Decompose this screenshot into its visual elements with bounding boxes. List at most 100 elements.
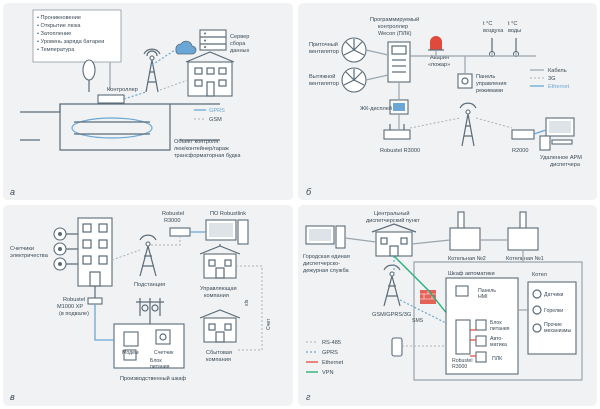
mode-panel-label-3: режимами (476, 88, 503, 94)
panel-d-letter: г (306, 392, 311, 402)
substation-label: Подстанция (134, 282, 165, 288)
r3000-device-icon-c (169, 227, 191, 237)
auto-label-2: матика (490, 342, 507, 348)
panel-d: Центральный диспетчерский пункт Городска… (298, 205, 597, 406)
panel-c: Счетчики электричества Robustel M1000 XP… (3, 205, 293, 406)
plc-cabinet-icon (387, 41, 411, 83)
plc-label-2: контроллер (378, 24, 408, 30)
meters-label-1: Счетчики (10, 246, 34, 252)
object-label-1: Объект контроля: (174, 139, 220, 145)
management-company-icon (199, 245, 241, 279)
meter-icons (53, 227, 78, 271)
panel-c-letter: в (10, 392, 15, 402)
server-label-1: Сервер (230, 34, 249, 40)
burners-label: Горелки (544, 308, 563, 314)
power-block-icon-d (475, 319, 487, 331)
phone-icon (391, 337, 403, 357)
auto-label-1: Авто- (490, 336, 503, 342)
building-icon (185, 51, 235, 97)
list-item-4: • Уровень заряда батареи (37, 39, 104, 45)
supply-fan-icon (341, 37, 367, 63)
controller-label: Контроллер (107, 87, 138, 93)
boiler-outline (413, 250, 583, 381)
exhaust-fan-icon (341, 67, 367, 93)
boiler-label: Котел (532, 272, 547, 278)
t-air-label-2: воздуха (483, 28, 504, 34)
xls-label: xls (244, 299, 250, 306)
object-label-2: люк/контейнер/гараж (174, 145, 229, 152)
legend-ethernet-d: Ethernet (322, 360, 344, 366)
gsm-link-line (159, 79, 189, 91)
apartment-building-icon (77, 217, 113, 287)
r3000-label-2-c: R3000 (164, 218, 180, 224)
cell-tower-icon (143, 48, 161, 93)
meters-label-2: электричества (10, 253, 49, 259)
t-water-label-1: t °C (508, 21, 517, 27)
plc-icon-d (475, 351, 487, 363)
robustel-label-1-d: Robustel (452, 358, 472, 364)
substation-icon (136, 298, 164, 316)
robustlink-pc-icon (205, 219, 249, 245)
counter-icon (155, 329, 171, 345)
central-label-1: Центральный (374, 210, 410, 217)
gprs-link-line (151, 49, 176, 66)
sensor-bus (410, 50, 536, 57)
r2000-label: R2000 (512, 148, 528, 154)
boiler1-label: Котельная №1 (506, 256, 544, 262)
list-item-3: • Затопление (37, 31, 71, 37)
panel-b: Программируемый контроллер Wecon (ПЛК) П… (298, 3, 597, 200)
automation-icon (475, 335, 487, 347)
sms-label: SMS (412, 318, 424, 324)
panel-b-letter: б (306, 187, 312, 197)
pipe-body (74, 121, 150, 135)
boiler-equipment-box (527, 281, 577, 355)
r3000-device-icon (383, 129, 411, 140)
3g-links (409, 117, 513, 129)
legend-rs485: RS-485 (322, 340, 341, 346)
sales-company-icon (199, 309, 241, 343)
modem-label: Модем (122, 350, 139, 356)
robustlink-label: ПО Robustlink (210, 211, 246, 217)
sensors-label: Датчики (544, 292, 564, 298)
gsm-label: GSM/GPRS/3G (372, 312, 411, 318)
r2000-device-icon (511, 129, 535, 140)
central-label-2: диспетчерский пункт (366, 217, 420, 224)
m1000-label-1: Robustel (63, 297, 85, 303)
t-air-label-1: t °C (483, 21, 492, 27)
hmi-label-2: HMI (478, 294, 488, 300)
r3000-label-1-c: Robustel (162, 211, 184, 217)
legend-gsm: GSM (209, 117, 222, 123)
legend-3g: 3G (548, 76, 555, 82)
server-label-3: данных (230, 48, 250, 54)
plc-label-d: ПЛК (492, 356, 502, 362)
list-item-1: • Проникновение (37, 15, 81, 21)
list-item-2: • Открытие люка (37, 23, 81, 29)
arm-label-1: Удаленное АРМ (540, 155, 582, 161)
server-icon (199, 29, 227, 51)
burners-icon (532, 305, 542, 315)
power-block-icon (123, 349, 137, 361)
plc-label-1: Программируемый (370, 16, 419, 23)
fan-cables (365, 49, 389, 81)
event-list-box (32, 9, 122, 63)
pipe-top (71, 117, 153, 139)
legend-cable: Кабель (548, 68, 567, 74)
robustel-r3000-icon-d (455, 319, 471, 355)
plc-label-3: Wecon (ПЛК) (378, 31, 412, 37)
r3000-label: Robustel R3000 (380, 148, 420, 154)
schet-label: Счет (266, 318, 272, 330)
lcd-label: ЖК-дисплей (360, 105, 392, 112)
boiler-house-2-icon (449, 211, 481, 251)
panel-a-letter: а (10, 187, 15, 197)
legend-ethernet: Ethernet (548, 84, 570, 90)
hmi-panel-icon (455, 285, 469, 297)
management-label-1: Управляющая (200, 286, 237, 292)
central-dispatch-icon (371, 223, 417, 257)
legend-gprs: GPRS (209, 108, 225, 114)
object-label-3: трансформаторная будка (174, 153, 241, 159)
arm-label-2: диспетчера (550, 162, 581, 168)
cell-tower-icon-d (383, 264, 401, 307)
boiler2-label: Котельная №2 (448, 256, 486, 262)
remote-workstation-icon (539, 117, 575, 151)
power-label-2: питания (150, 364, 170, 370)
